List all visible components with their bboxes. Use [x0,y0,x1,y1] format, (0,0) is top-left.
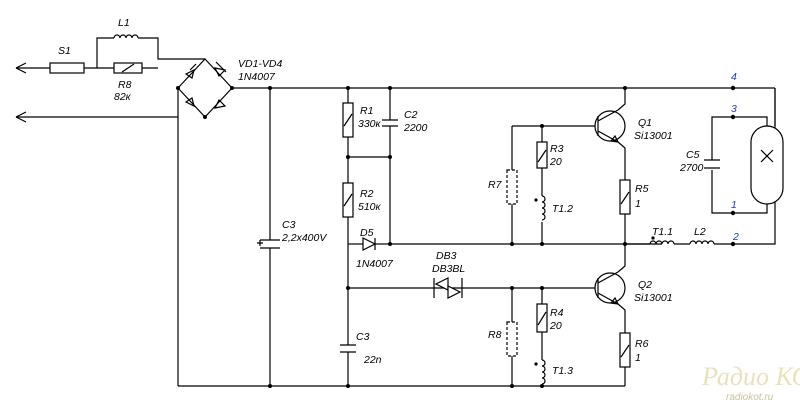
label-r4-value: 20 [549,320,562,332]
label-r6-value: 1 [635,352,641,364]
label-db3-value: DB3BL [432,263,465,275]
inductor-l1 [113,34,139,39]
label-t1-1: T1.1 [652,226,673,238]
label-r8-bottom: R8 [488,329,502,341]
label-c3-small-value: 22n [363,354,382,366]
capacitor-c3-electrolytic [257,88,280,386]
input-wire-bottom [15,111,178,123]
resistor-r4 [536,303,548,333]
label-c2-value: 2200 [403,122,428,134]
label-r5-value: 1 [635,198,641,210]
label-d5-name: D5 [360,227,374,239]
label-r8-top-name: R8 [118,79,132,91]
transistor-q2 [594,271,626,305]
watermark-url: radiokot.ru [726,392,774,403]
pin-4-label: 4 [731,71,737,83]
diac-db3 [433,277,463,299]
resistor-r6 [619,332,631,368]
capacitor-c5 [704,159,720,169]
label-c5-value: 2700 [679,162,704,174]
input-wire-top [15,62,97,74]
label-r3-value: 20 [549,156,562,168]
label-c3-big-value: 2,2x400V [281,232,327,244]
label-c3-big-name: C3 [282,219,296,231]
label-q2-name: Q2 [638,279,652,291]
label-bridge-value: 1N4007 [238,71,276,83]
winding-t1-3 [534,359,546,385]
inductor-l2 [689,240,715,245]
pin-2-label: 2 [732,231,739,243]
capacitor-c2 [382,119,398,127]
label-s1: S1 [58,45,71,57]
diode-d5 [362,237,377,251]
pin-1-label: 1 [731,199,737,211]
label-r2-value: 510к [358,201,382,213]
label-c5-name: C5 [686,149,700,161]
label-db3-name: DB3 [436,250,457,262]
label-d5-value: 1N4007 [356,258,394,270]
label-r4-name: R4 [550,307,564,319]
capacitor-c3-small [340,344,356,353]
label-r5-name: R5 [635,183,649,195]
label-r1-name: R1 [360,105,373,117]
fuse-s1 [49,62,85,74]
label-c2-name: C2 [404,109,418,121]
pin-4-dot [730,85,736,91]
label-l2: L2 [694,226,706,238]
resistor-r2 [342,182,354,218]
winding-t1-1 [649,236,675,245]
label-t1-2: T1.2 [552,203,573,215]
label-r2-name: R2 [360,188,374,200]
label-r3-name: R3 [550,143,564,155]
label-t1-3: T1.3 [552,365,573,377]
label-q2-value: Si13001 [634,292,673,304]
label-q1-name: Q1 [638,117,652,129]
label-r6-name: R6 [635,338,649,350]
label-c3-small-name: C3 [356,331,370,343]
winding-t1-2 [534,195,546,221]
pin-3-label: 3 [731,103,737,115]
label-r7: R7 [488,179,503,191]
pin-2-dot [730,241,736,247]
resistor-r8-bottom [506,321,518,357]
resistor-r1 [342,102,354,138]
fluorescent-lamp [733,88,784,214]
label-bridge-name: VD1-VD4 [238,58,283,70]
label-r1-value: 330к [358,118,382,130]
resistor-r3 [536,141,548,169]
resistor-r5 [619,179,631,215]
transistor-q1 [594,109,626,143]
label-r8-top-value: 82к [114,91,132,103]
resistor-r8-top [113,62,143,74]
diode-bridge-vd1-vd4 [176,58,234,118]
resistor-r7 [506,169,518,205]
label-l1: L1 [118,17,130,29]
watermark-title: Радио КОТ [701,362,800,391]
label-q1-value: Si13001 [634,130,673,142]
